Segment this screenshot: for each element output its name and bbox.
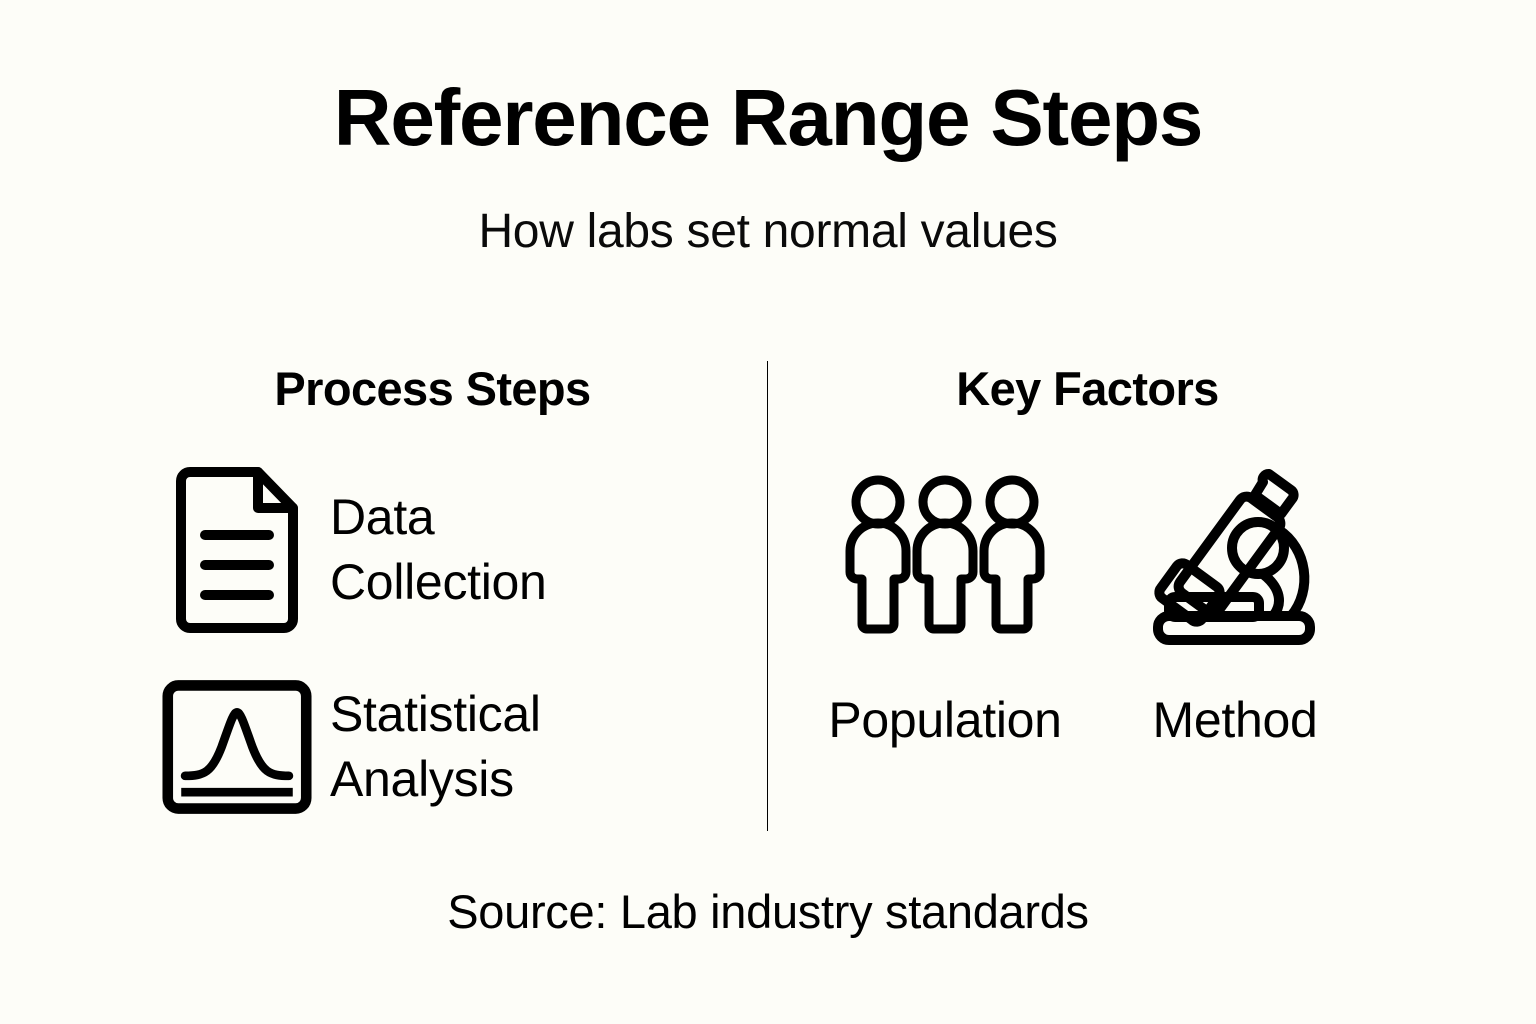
three-people-icon xyxy=(842,462,1048,647)
list-item: Statistical Analysis xyxy=(162,659,762,834)
source-footer: Source: Lab industry standards xyxy=(447,885,1089,938)
microscope-icon xyxy=(1151,462,1319,647)
list-item-label: Data Collection xyxy=(330,488,547,610)
list-item-label: Statistical Analysis xyxy=(330,685,541,807)
process-steps-heading: Process Steps xyxy=(274,362,591,415)
column-divider xyxy=(767,361,768,831)
key-factors-heading: Key Factors xyxy=(956,362,1219,415)
list-item: Data Collection xyxy=(162,462,762,637)
bell-curve-chart-icon xyxy=(162,677,312,817)
key-factors-list: Population xyxy=(800,462,1380,745)
page-title: Reference Range Steps xyxy=(333,73,1204,162)
document-lines-icon xyxy=(162,466,312,633)
page-subtitle: How labs set normal values xyxy=(478,205,1058,258)
list-item: Population xyxy=(820,462,1070,745)
list-item: Method xyxy=(1110,462,1360,745)
list-item-label: Population xyxy=(828,692,1062,748)
process-steps-list: Data Collection Statistical Analysis xyxy=(162,462,762,856)
list-item-label: Method xyxy=(1152,692,1318,748)
